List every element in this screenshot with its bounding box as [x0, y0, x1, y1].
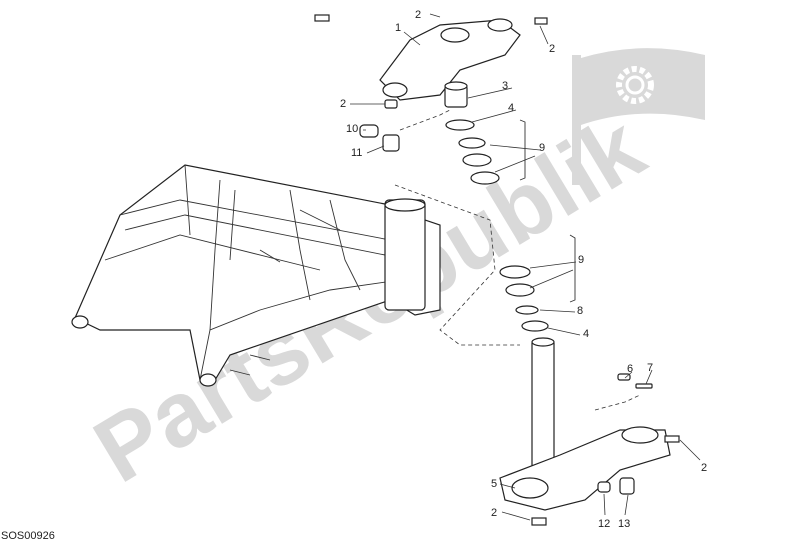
callout-7: 7: [647, 362, 653, 374]
callout-12: 12: [598, 518, 610, 530]
callout-2: 2: [549, 43, 555, 55]
callout-9: 9: [578, 254, 584, 266]
callout-1: 1: [395, 22, 401, 34]
upper-triple-clamp: [314, 14, 548, 101]
assembly-axis-3: [594, 394, 641, 411]
gear-flag-icon: [572, 48, 705, 185]
drawing-code: SOS00926: [1, 530, 55, 542]
callout-11: 11: [351, 147, 362, 159]
callout-2: 2: [491, 507, 497, 519]
leader-lines: [350, 13, 701, 521]
callout-3: 3: [502, 80, 508, 92]
lower-triple-clamp: [499, 337, 680, 526]
callout-8: 8: [577, 305, 583, 317]
callout-6: 6: [627, 363, 633, 375]
callout-4: 4: [508, 102, 514, 114]
assembly-axis-2: [399, 109, 451, 131]
callout-13: 13: [618, 518, 630, 530]
callout-10: 10: [346, 123, 358, 135]
bearings: [359, 81, 576, 332]
callout-2: 2: [701, 462, 707, 474]
callout-2: 2: [415, 9, 421, 21]
callout-4: 4: [583, 328, 589, 340]
callout-2: 2: [340, 98, 346, 110]
frame: [71, 164, 441, 387]
callout-9: 9: [539, 142, 545, 154]
callouts: 1 2 2 3 4 2 10 11 9 9 8 4 6 7 5 2 2 12 1…: [340, 9, 707, 530]
assembly-axis: [394, 184, 520, 346]
callout-5: 5: [491, 478, 497, 490]
